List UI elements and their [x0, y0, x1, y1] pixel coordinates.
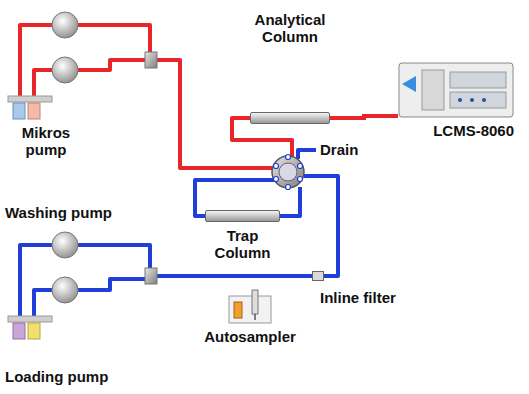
- bottle-rack: [8, 96, 52, 102]
- component-label: LCMS-8060: [433, 122, 514, 139]
- autosampler: Autosampler: [228, 288, 272, 324]
- solvent-bottle: [28, 103, 40, 119]
- pump-head: [52, 232, 78, 258]
- pump-head: [52, 12, 78, 38]
- pump-label: Mikros pump: [8, 124, 84, 159]
- mass-spectrometer: LCMS-8060: [398, 62, 514, 118]
- trap-column: Trap Column: [205, 210, 280, 222]
- solvent-bottle: [13, 103, 25, 119]
- analytical-column: Analytical Column: [250, 112, 330, 124]
- pump-head: [52, 57, 78, 83]
- red-pipe: [20, 25, 52, 102]
- pump-label: Loading pump: [5, 368, 108, 385]
- component-label: Autosampler: [204, 328, 296, 345]
- blue-pipe: [20, 245, 52, 322]
- inline-filter-icon: [312, 271, 324, 281]
- blue-pipe: [157, 274, 312, 278]
- red-pipe: [78, 25, 150, 52]
- solvent-bottle: [13, 323, 25, 339]
- valve-rotor: [279, 163, 297, 181]
- blue-pipe: [78, 279, 145, 290]
- red-pipe: [78, 60, 145, 70]
- component-label: Analytical Column: [242, 11, 338, 46]
- switching-valve: [272, 156, 304, 188]
- drain-pipe: [298, 150, 316, 159]
- mass-spectrometer-icon: [398, 62, 514, 118]
- inline-filter: Inline filter: [312, 271, 324, 281]
- mixer: [145, 52, 157, 68]
- mixer: [145, 268, 157, 284]
- component-label: Trap Column: [211, 227, 275, 262]
- autosampler-icon: [228, 288, 272, 324]
- blue-pipe: [304, 176, 338, 276]
- blue-pipe: [280, 187, 300, 216]
- blue-pipe: [78, 245, 150, 268]
- component-label: Inline filter: [320, 289, 396, 306]
- bottle-rack: [8, 316, 52, 322]
- flow-line: [330, 116, 398, 118]
- solvent-bottle: [28, 323, 40, 339]
- drain-label: Drain: [320, 141, 358, 158]
- pump-label: Washing pump: [5, 204, 112, 221]
- pump-head: [52, 277, 78, 303]
